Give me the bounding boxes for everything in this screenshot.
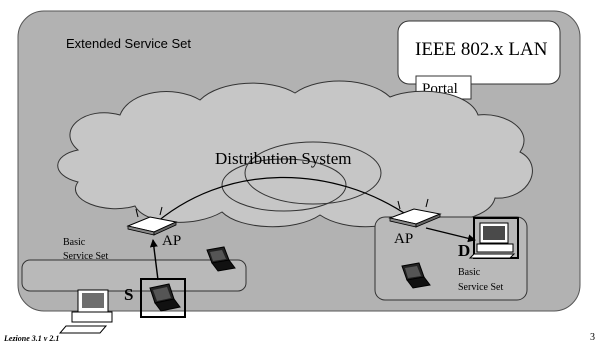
source-laptop-icon (149, 283, 181, 312)
source-node-label: S (124, 285, 133, 304)
lecture-footer: Lezione 3.1 v 2.1 (3, 334, 59, 343)
bss-left (21, 259, 247, 292)
page-number: 3 (590, 332, 595, 343)
desktop-computer-icon (58, 289, 113, 334)
destination-desktop-icon (468, 222, 516, 259)
bss-right-label-line2: Service Set (458, 282, 503, 293)
distribution-system-label: Distribution System (215, 149, 351, 168)
arrow-s-to-ap (149, 239, 159, 281)
source-highlight-box (140, 278, 186, 318)
distribution-system-cloud (57, 80, 533, 228)
ds-link-curve (149, 176, 411, 229)
access-point-right-icon (388, 198, 442, 228)
bss-right-label-line1: Basic (458, 267, 481, 278)
bss-left-label-line2: Service Set (63, 251, 108, 262)
lan-box (397, 20, 561, 85)
ess-label: Extended Service Set (66, 36, 191, 51)
bss-left-label-line1: Basic (63, 237, 86, 248)
access-point-left-icon (126, 206, 178, 236)
laptop-icon (206, 246, 236, 272)
arrow-ap-to-d (425, 227, 476, 243)
lan-label: IEEE 802.x LAN (415, 39, 548, 60)
destination-node-label: D (458, 241, 470, 260)
access-point-left-label: AP (162, 233, 181, 249)
access-point-right-label: AP (394, 231, 413, 247)
laptop-icon (401, 262, 431, 289)
